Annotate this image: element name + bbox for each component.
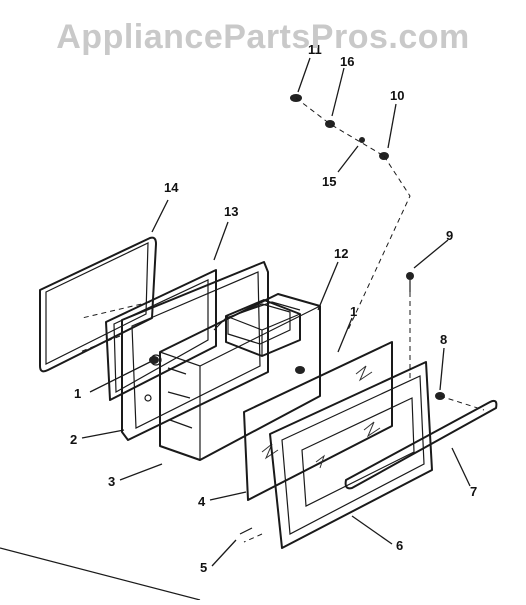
part-3-insulation-box: [159, 293, 321, 461]
callout-14: 14: [164, 180, 179, 195]
part-6-outer-door-frame: [269, 361, 433, 549]
callout-12: 12: [334, 246, 348, 261]
callout-7: 7: [470, 484, 477, 499]
callout-9: 9: [446, 228, 453, 243]
callout-8: 8: [440, 332, 447, 347]
callout-1-right: 1: [350, 304, 357, 319]
callout-11: 11: [308, 42, 322, 57]
table-edge-line: [0, 547, 201, 601]
part-2-door-liner: [121, 261, 269, 441]
part-12-spacer: [225, 299, 301, 357]
callout-15: 15: [322, 174, 336, 189]
callout-6: 6: [396, 538, 403, 553]
callout-3: 3: [108, 474, 115, 489]
part-7-door-handle: [344, 399, 498, 490]
part-4-door-glass: [243, 341, 393, 501]
callout-10: 10: [390, 88, 404, 103]
callout-16: 16: [340, 54, 354, 69]
callout-labels: 14 13 12 1 1 2 3 4 5 6 7 8 9 10 11 16 15: [70, 42, 477, 575]
hardware-screws: [149, 94, 445, 535]
callout-2: 2: [70, 432, 77, 447]
part-13-inner-panel: [105, 269, 217, 401]
callout-1-left: 1: [74, 386, 81, 401]
callout-4: 4: [198, 494, 206, 509]
assembly-lines: [79, 97, 485, 543]
callout-13: 13: [224, 204, 238, 219]
callout-5: 5: [200, 560, 207, 575]
leader-lines: [81, 57, 471, 567]
